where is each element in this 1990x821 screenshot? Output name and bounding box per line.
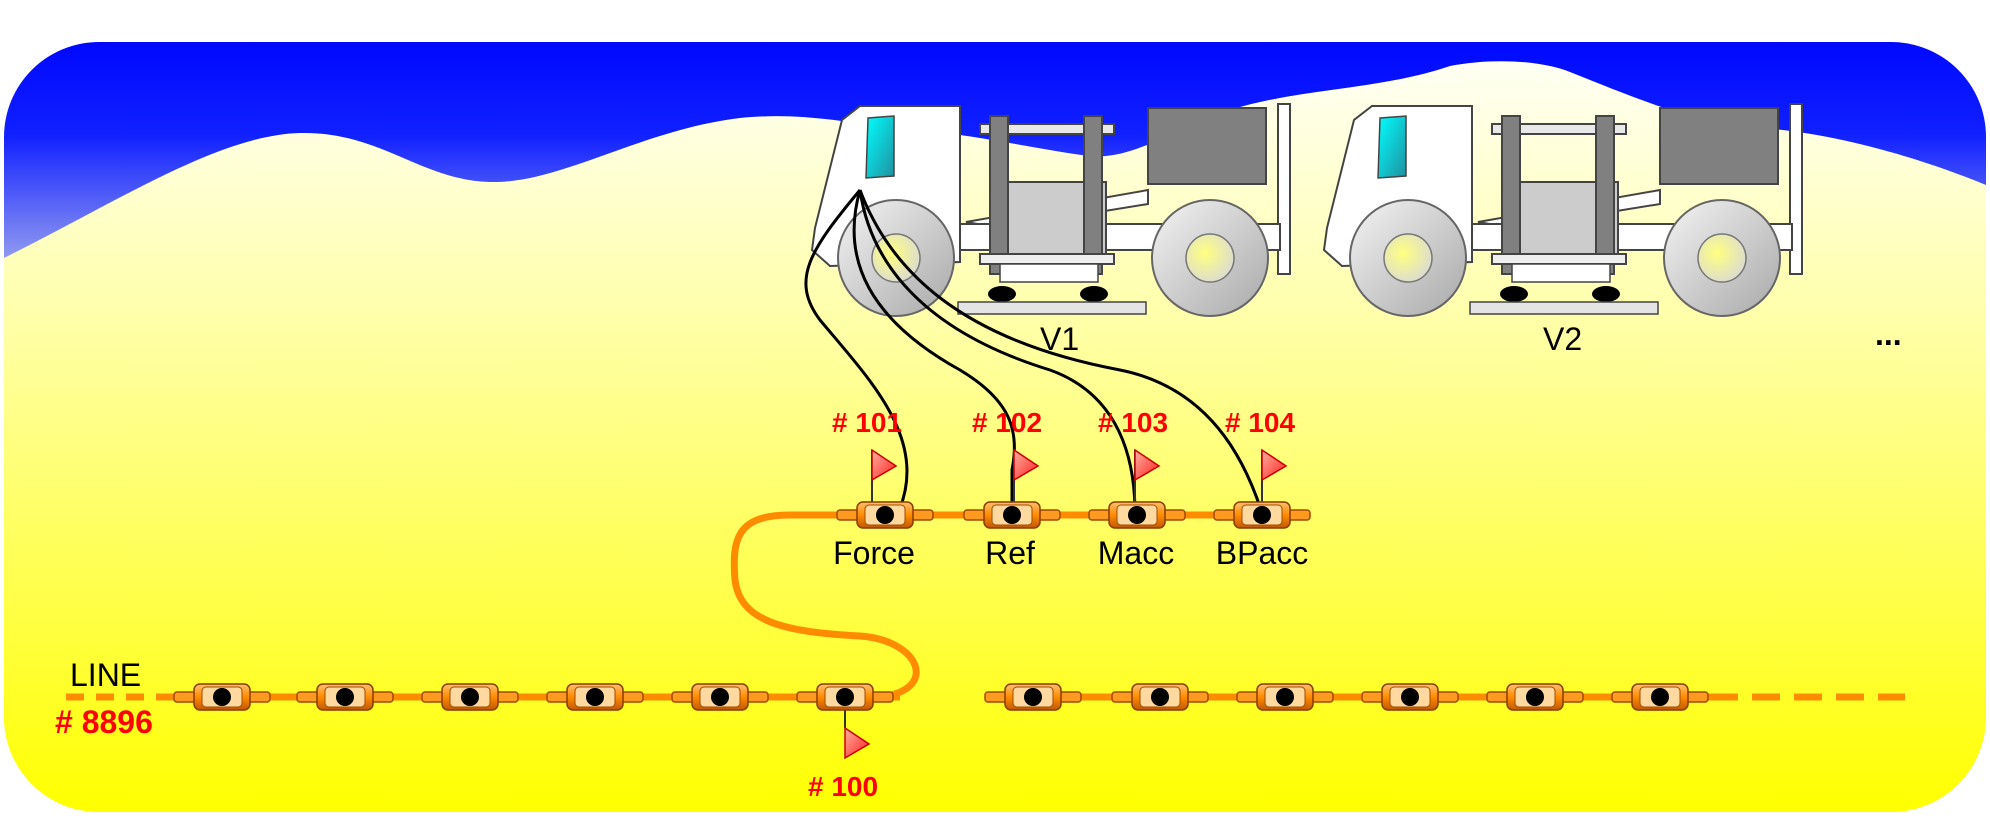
geophone — [671, 683, 769, 711]
geophone — [1361, 683, 1459, 711]
flag-layer — [844, 448, 1288, 760]
sensor-label-force: Force — [833, 535, 915, 571]
geophone — [173, 683, 271, 711]
flag-label-101: # 101 — [832, 407, 902, 438]
geophone — [984, 683, 1082, 711]
geophone — [1236, 683, 1334, 711]
geophone — [546, 683, 644, 711]
main-line-cable — [66, 511, 1905, 701]
geophone — [796, 683, 894, 711]
flag-icon — [1013, 448, 1040, 505]
geophone — [296, 683, 394, 711]
flag-label-102: # 102 — [972, 407, 1042, 438]
flag-icon — [1134, 448, 1161, 505]
sensor-label-ref: Ref — [985, 535, 1035, 571]
vibrator-truck-v2 — [1322, 103, 1803, 317]
line-label: LINE — [70, 657, 141, 693]
sensor-label-bpacc: BPacc — [1216, 535, 1308, 571]
vibrator-truck-v1 — [810, 103, 1291, 317]
flag-icon — [1261, 448, 1288, 505]
geophone — [1486, 683, 1584, 711]
sensor-cables — [804, 189, 1264, 514]
flag-icon — [871, 448, 898, 505]
sensor-geophone — [1088, 501, 1186, 529]
flag-label-104: # 104 — [1225, 407, 1295, 438]
flag-label-100: # 100 — [808, 771, 878, 802]
vehicle-label-v2: V2 — [1543, 321, 1582, 357]
geophone-layer — [173, 501, 1709, 711]
geophone — [1611, 683, 1709, 711]
sensor-geophone — [1213, 501, 1311, 529]
flag-label-103: # 103 — [1098, 407, 1168, 438]
line-number: # 8896 — [55, 704, 153, 740]
vehicle-label-v1: V1 — [1040, 321, 1079, 357]
sensor-label-macc: Macc — [1098, 535, 1174, 571]
geophone — [1111, 683, 1209, 711]
sensor-geophone — [836, 501, 934, 529]
sensor-geophone — [963, 501, 1061, 529]
more-vehicles-indicator: ... — [1875, 316, 1902, 352]
geophone — [421, 683, 519, 711]
